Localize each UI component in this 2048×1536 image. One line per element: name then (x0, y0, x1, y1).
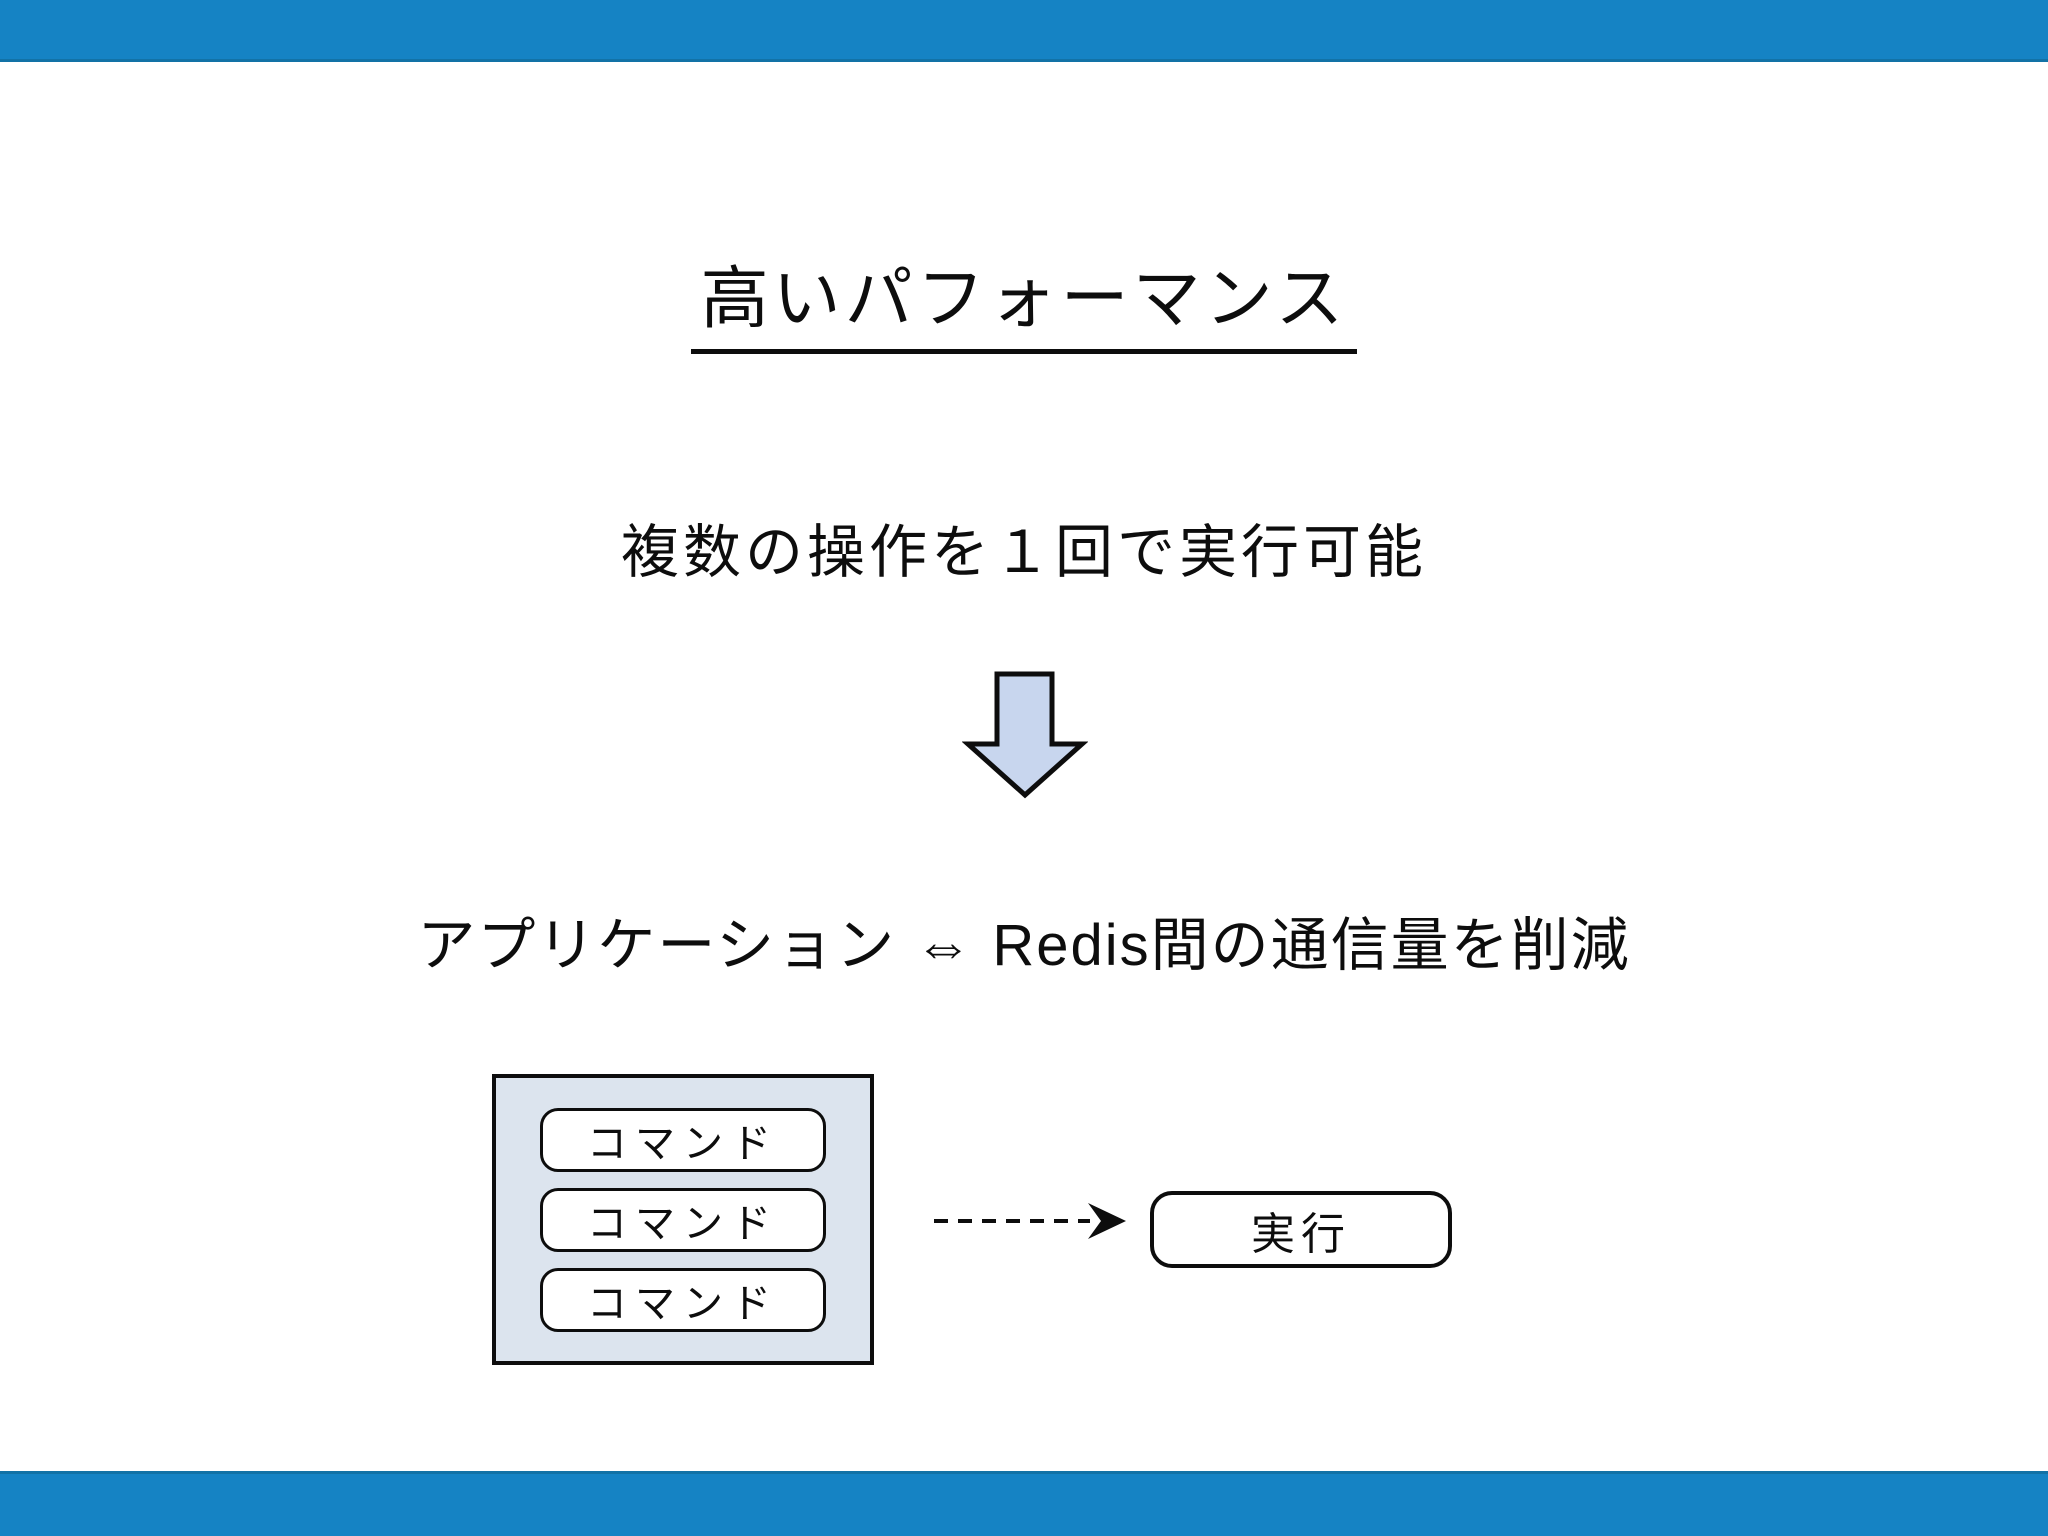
down-arrow-icon (962, 671, 1088, 799)
command-label: コマンド (587, 1121, 779, 1166)
command-label: コマンド (587, 1201, 779, 1246)
bottom-accent-bar (0, 1471, 2048, 1536)
command-queue-box: コマンド コマンド コマンド (492, 1074, 874, 1365)
top-accent-bar (0, 0, 2048, 62)
title-row: 高いパフォーマンス (0, 262, 2048, 354)
execute-label: 実行 (1251, 1209, 1351, 1259)
slide-title: 高いパフォーマンス (690, 262, 1358, 354)
command-pill: コマンド (540, 1267, 826, 1332)
execute-box: 実行 (1150, 1191, 1452, 1268)
dashed-arrow-icon (934, 1203, 1126, 1239)
subtitle-text: 複数の操作を１回で実行可能 (620, 520, 1427, 585)
command-pill: コマンド (540, 1107, 826, 1172)
command-pill: コマンド (540, 1187, 826, 1252)
conclusion-text: アプリケーション ⇔ Redis間の通信量を削減 (417, 913, 1631, 978)
command-label: コマンド (587, 1281, 779, 1326)
